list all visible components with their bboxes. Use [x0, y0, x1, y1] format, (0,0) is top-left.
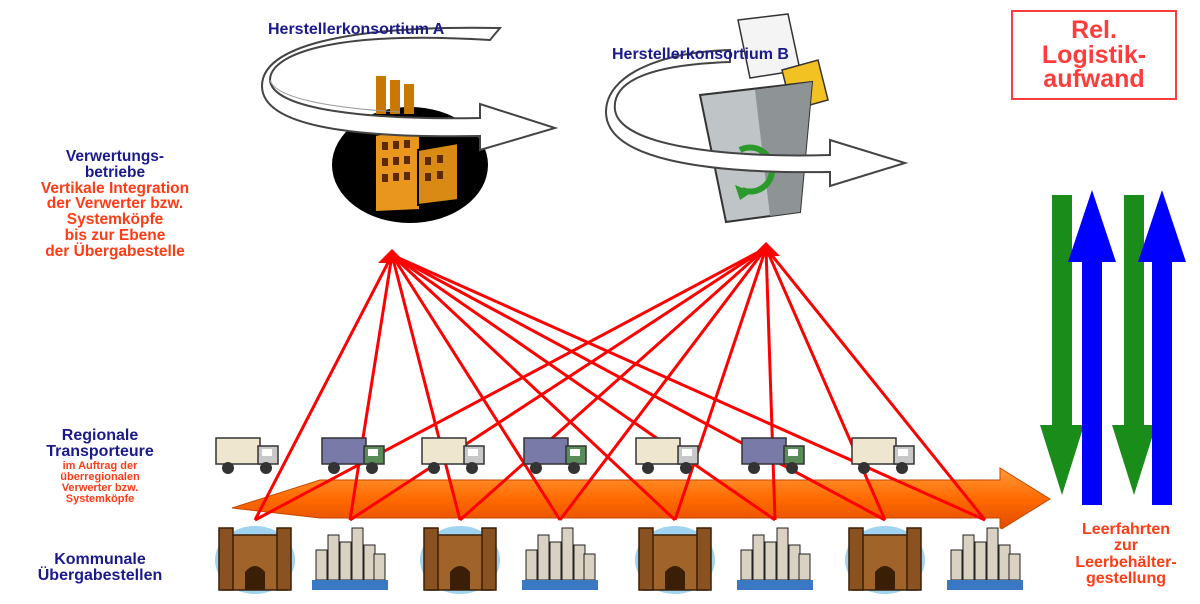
red-line-town3-hub2: [459, 246, 767, 522]
left-top-navy-1: Verwertungs-: [65, 148, 165, 165]
left-top-navy-2: betriebe: [84, 163, 146, 181]
recycle-bin-icon: [698, 13, 829, 224]
castle-icon: [420, 526, 500, 594]
red-arrowhead-hub2: [752, 242, 780, 256]
red-line-town2-hub2: [349, 246, 767, 522]
red-line-town5-hub1: [390, 253, 677, 522]
consortium-a-label: Herstellerkonsortium A: [268, 21, 445, 38]
truck-icon: [523, 437, 587, 474]
regionale-transporteure-label: Regionale Transporteure im Auftrag der ü…: [30, 427, 170, 506]
left-top-orange-2: der Verwerter bzw.: [46, 195, 184, 213]
green-arrow-down-2: [1112, 195, 1156, 495]
castle-icon: [845, 526, 925, 594]
orange-band-arrow: [231, 467, 1051, 531]
city-icon: [735, 526, 815, 594]
red-line-town4-hub1: [390, 254, 562, 521]
red-line-town8-hub2: [764, 247, 987, 521]
red-connection-lines: [253, 242, 987, 522]
left-mid-orange-4: Systemköpfe: [65, 493, 135, 506]
castle-icon: [215, 526, 295, 594]
truck-icon: [421, 437, 485, 474]
red-line-town8-hub1: [391, 253, 986, 522]
right-bottom-orange-4: gestellung: [1085, 569, 1166, 587]
truck-icon: [741, 437, 805, 474]
left-mid-orange-2: überregionalen: [60, 470, 140, 483]
city-icon: [945, 526, 1025, 594]
swirl-arrow-b: [604, 48, 909, 188]
castle-icon: [635, 526, 715, 594]
rel-line-3: aufwand: [1043, 65, 1145, 94]
red-line-town3-hub1: [390, 254, 462, 521]
left-mid-navy-2: Transporteure: [46, 443, 154, 461]
red-line-town2-hub1: [348, 254, 394, 521]
red-line-town7-hub2: [764, 247, 887, 521]
swirl-arrow-a: [260, 26, 559, 152]
truck-icon: [851, 437, 915, 474]
left-bottom-navy-2: Übergabestellen: [37, 567, 163, 585]
factory-icon: [332, 76, 488, 223]
left-mid-orange-3: Verwerter bzw.: [61, 482, 139, 495]
rel-line-2: Logistik-: [1041, 40, 1147, 69]
red-line-town6-hub1: [391, 253, 776, 522]
left-mid-orange-1: im Auftrag der: [62, 459, 138, 472]
blue-arrow-up-2: [1138, 190, 1186, 505]
city-icon: [520, 526, 600, 594]
city-icon: [310, 526, 390, 594]
red-line-town1-hub1: [253, 254, 394, 521]
truck-icon: [215, 437, 279, 474]
red-line-town4-hub2: [558, 247, 768, 521]
red-line-town5-hub2: [673, 247, 768, 521]
verwertungsbetriebe-label: Verwertungs- betriebe Vertikale Integrat…: [10, 149, 220, 260]
town-row: [215, 526, 1025, 594]
red-line-town6-hub2: [764, 247, 777, 521]
rel-logistik-box: Rel. Logistik- aufwand: [1011, 10, 1177, 100]
leerfahrten-label: Leerfahrten zur Leerbehälter- gestellung: [1056, 521, 1196, 587]
left-mid-navy-1: Regionale: [61, 427, 139, 444]
blue-arrow-up-1: [1068, 190, 1116, 505]
left-top-orange-4: bis zur Ebene: [64, 226, 166, 244]
truck-row: [215, 437, 915, 474]
left-top-orange-5: der Übergabestelle: [45, 242, 185, 260]
left-top-orange-3: Systemköpfe: [66, 211, 164, 229]
kommunale-uebergabestellen-label: Kommunale Übergabestellen: [20, 551, 180, 585]
left-bottom-navy-1: Kommunale: [54, 551, 146, 568]
red-line-town7-hub1: [391, 253, 886, 522]
truck-icon: [635, 437, 699, 474]
red-arrowhead-hub1: [378, 249, 406, 263]
truck-icon: [321, 437, 385, 474]
red-line-town1-hub2: [254, 246, 767, 522]
consortium-b-label: Herstellerkonsortium B: [612, 46, 789, 63]
right-bottom-orange-2: zur: [1114, 537, 1138, 555]
right-bottom-orange-1: Leerfahrten: [1081, 521, 1171, 538]
rel-line-1: Rel.: [1071, 16, 1117, 45]
right-bottom-orange-3: Leerbehälter-: [1075, 553, 1177, 571]
green-arrow-down-1: [1040, 195, 1084, 495]
left-top-orange-1: Vertikale Integration: [40, 179, 190, 197]
